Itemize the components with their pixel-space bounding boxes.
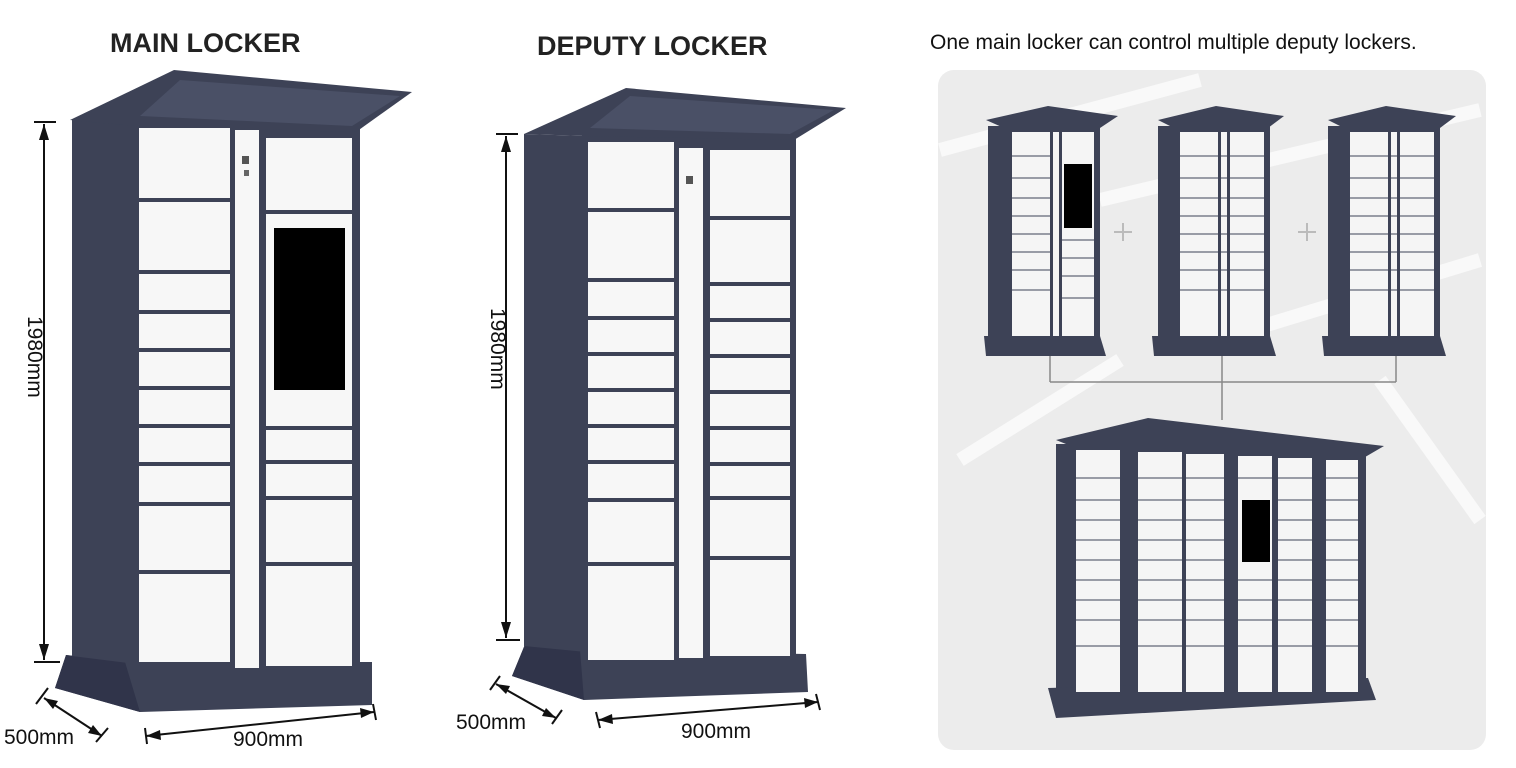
main-height-arrow — [34, 121, 60, 663]
main-lock-icon — [242, 156, 249, 164]
deputy-width-label: 900mm — [681, 720, 752, 743]
main-locker-title: MAIN LOCKER — [110, 28, 301, 58]
network-panel — [938, 70, 1486, 750]
plus-icon — [1114, 223, 1316, 241]
small-main-locker — [984, 106, 1118, 356]
main-locker — [55, 70, 412, 712]
deputy-width-arrow — [595, 693, 821, 729]
main-depth-arrow — [35, 687, 109, 743]
connection-lines — [1049, 355, 1397, 420]
deputy-locker — [512, 88, 846, 700]
deputy-right-doors — [710, 150, 790, 656]
main-screen — [274, 228, 345, 390]
small-deputy-locker-1 — [1152, 106, 1284, 356]
deputy-height-label: 1980mm — [486, 308, 509, 390]
deputy-depth-label: 500mm — [456, 711, 527, 734]
deputy-locker-title: DEPUTY LOCKER — [537, 31, 768, 61]
main-right-doors — [266, 138, 352, 666]
deputy-height-arrow — [496, 133, 520, 641]
main-locker-side — [72, 120, 136, 664]
deputy-lock-icon — [686, 176, 693, 184]
caption-text: One main locker can control multiple dep… — [930, 31, 1417, 54]
main-left-doors — [139, 128, 230, 662]
deputy-locker-side — [524, 134, 586, 652]
deputy-left-doors — [588, 142, 674, 660]
main-height-label: 1980mm — [23, 316, 46, 398]
deputy-depth-arrow — [489, 675, 563, 725]
main-width-label: 900mm — [233, 728, 304, 751]
deputy-center-panel — [679, 148, 703, 658]
main-width-arrow — [144, 703, 377, 745]
main-center-panel — [235, 130, 259, 668]
small-deputy-locker-2 — [1322, 106, 1456, 356]
main-depth-label: 500mm — [4, 726, 75, 749]
combined-locker-bank — [1048, 418, 1384, 718]
